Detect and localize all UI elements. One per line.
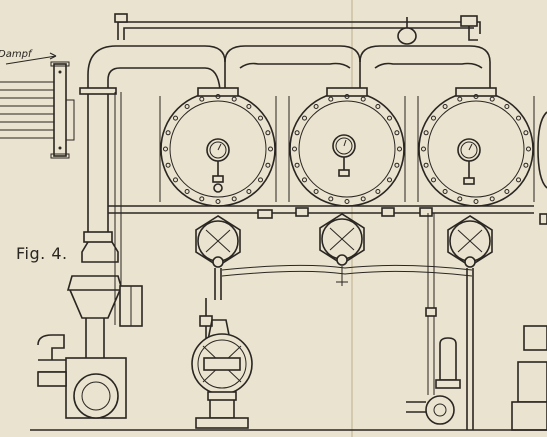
- flange-bolt: [394, 162, 400, 168]
- flange-bolt: [231, 96, 237, 102]
- flange-bolt: [473, 94, 479, 99]
- flange-bolt: [344, 94, 350, 99]
- flange-bolt: [516, 177, 521, 183]
- drop-pipes: [214, 213, 474, 430]
- flange-bolt: [431, 177, 436, 183]
- flange-bolt: [184, 189, 190, 194]
- flange-bolt: [328, 96, 334, 102]
- middle-pipes: [108, 205, 547, 277]
- right-edge-vessel: [511, 325, 547, 431]
- flange-bolt: [523, 130, 529, 136]
- flange-bolt: [344, 199, 350, 204]
- flange-bolt: [473, 199, 479, 204]
- flange-bolt: [360, 196, 366, 202]
- steam-label: Dampf: [0, 49, 32, 60]
- left-pump: [37, 231, 143, 419]
- flange-bolt: [265, 162, 271, 168]
- pressure-gauge-1: [206, 138, 230, 193]
- flange-bolt: [387, 177, 392, 183]
- flange-bolt: [265, 130, 271, 136]
- flange-bolt: [173, 115, 178, 121]
- flange-bolt: [302, 115, 307, 121]
- flange-bolt: [516, 115, 521, 121]
- flange-bolt: [294, 130, 300, 136]
- flange-bolt: [313, 189, 319, 194]
- flange-bolt: [431, 115, 436, 121]
- flange-bolt: [504, 189, 510, 194]
- flange-bolt: [258, 177, 263, 183]
- flange-bolt: [231, 196, 237, 202]
- flange-bolt: [165, 130, 171, 136]
- pressure-gauge-2: [332, 134, 356, 177]
- flange-bolt: [294, 162, 300, 168]
- flange-bolt: [302, 177, 307, 183]
- figure-label: Fig. 4.: [16, 244, 68, 263]
- flange-bolt: [215, 199, 221, 204]
- flange-bolt: [397, 146, 402, 152]
- flange-bolts: [163, 94, 531, 204]
- flange-bolt: [457, 196, 463, 202]
- flange-bolt: [442, 104, 448, 109]
- flange-bolt: [184, 104, 190, 109]
- flange-bolt: [246, 104, 252, 109]
- pressure-gauge-3: [457, 138, 481, 185]
- flange-bolt: [387, 115, 392, 121]
- flange-bolt: [442, 189, 448, 194]
- flange-bolt: [258, 115, 263, 121]
- flange-bolt: [292, 146, 297, 152]
- flange-bolt: [423, 130, 429, 136]
- flange-bolt: [489, 96, 495, 102]
- flange-bolt: [268, 146, 273, 152]
- flange-bolt: [173, 177, 178, 183]
- top-supply-pipe: [114, 13, 481, 41]
- flange-bolt: [328, 196, 334, 202]
- flange-bolt: [199, 196, 205, 202]
- flange-bolt: [375, 104, 381, 109]
- flange-bolt: [360, 96, 366, 102]
- flange-bolt: [163, 146, 168, 152]
- steam-header: [0, 52, 75, 159]
- center-pump: [191, 298, 253, 429]
- sight-glass-2: [319, 213, 365, 286]
- left-column: [79, 87, 122, 325]
- flange-bolt: [215, 94, 221, 99]
- sight-glass-3: [447, 215, 493, 268]
- sight-glass-1: [195, 215, 241, 268]
- flange-bolt: [489, 196, 495, 202]
- drum-4-partial: [537, 111, 547, 189]
- bulb-fitting: [397, 17, 417, 45]
- flange-bolt: [313, 104, 319, 109]
- flange-bolt: [423, 162, 429, 168]
- flange-bolt: [246, 189, 252, 194]
- flange-bolt: [457, 96, 463, 102]
- right-lower-vessel: [406, 337, 461, 425]
- flange-bolt: [165, 162, 171, 168]
- flange-bolt: [523, 162, 529, 168]
- flange-bolt: [199, 96, 205, 102]
- flange-bolt: [504, 104, 510, 109]
- flange-bolt: [526, 146, 531, 152]
- flange-bolt: [375, 189, 381, 194]
- flange-bolt: [394, 130, 400, 136]
- upper-manifold: [87, 45, 491, 96]
- flange-bolt: [421, 146, 426, 152]
